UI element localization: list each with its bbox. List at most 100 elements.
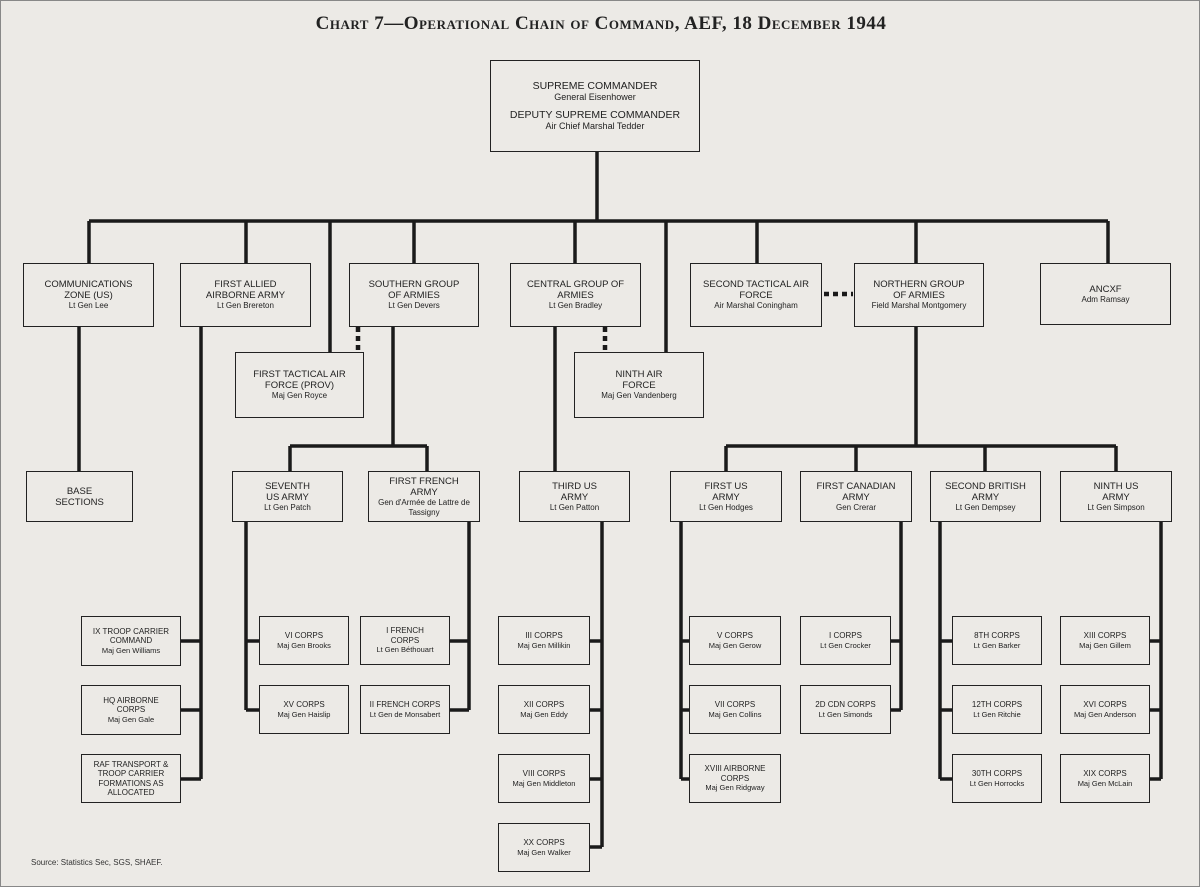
node-commander: Lt Gen Crocker <box>820 640 871 650</box>
node-commander: Maj Gen Gillem <box>1079 640 1131 650</box>
node-second-tactical-air-force: Second Tactical Air Force Air Marshal Co… <box>690 263 822 327</box>
node-label: Second British Army <box>945 480 1026 503</box>
node-v-corps: V Corps Maj Gen Gerow <box>689 616 781 665</box>
node-xv-corps: XV Corps Maj Gen Haislip <box>259 685 349 734</box>
node-label: Seventh US Army <box>265 480 310 503</box>
node-commander: Lt Gen Béthouart <box>376 645 434 655</box>
node-label: First Allied Airborne Army <box>205 279 286 301</box>
node-commander: Maj Gen Williams <box>101 645 161 655</box>
source-note: Source: Statistics Sec, SGS, SHAEF. <box>31 858 163 867</box>
node-label: First French Army <box>389 475 459 498</box>
node-label: Third US Army <box>552 480 597 503</box>
node-commander: Gen Crerar <box>835 502 876 512</box>
node-label: HQ Airborne Corps <box>103 695 159 715</box>
node-commander: Lt Gen Patch <box>264 502 311 512</box>
chart-title: Chart 7—Operational Chain of Command, AE… <box>315 13 887 34</box>
node-label: XIII Corps <box>1083 631 1127 640</box>
node-commander: Adm Ramsay <box>1081 294 1130 304</box>
node-commander: Lt Gen Hodges <box>699 502 753 512</box>
node-vii-corps: VII Corps Maj Gen Collins <box>689 685 781 734</box>
node-commander: Maj Gen Ridgway <box>705 783 765 793</box>
node-commander: Maj Gen Eddy <box>520 709 568 719</box>
node-commander: Lt Gen Simonds <box>818 709 873 719</box>
node-label: XVIII Airborne Corps <box>704 764 766 783</box>
node-commander: Lt Gen Brereton <box>217 301 274 310</box>
node-third-us-army: Third US Army Lt Gen Patton <box>519 471 630 522</box>
node-label: XV Corps <box>283 700 325 709</box>
node-commander: Maj Gen Brooks <box>277 640 331 650</box>
node-commander: Gen d'Armée de Lattre de Tassigny <box>378 497 470 517</box>
node-commander: Maj Gen Collins <box>708 709 762 719</box>
node-label: First Tactical Air Force (Prov) <box>253 369 346 391</box>
node-commander: Lt Gen Bradley <box>548 301 603 310</box>
node-ninth-air-force: Ninth Air Force Maj Gen Vandenberg <box>574 352 704 418</box>
node-commander: Maj Gen Walker <box>517 847 571 857</box>
node-label: II French Corps <box>369 700 441 709</box>
node-label: VII Corps <box>714 700 756 709</box>
node-base-sections: Base Sections <box>26 471 133 522</box>
node-commander: General Eisenhower <box>554 92 636 102</box>
node-2d-cdn-corps: 2D CDN Corps Lt Gen Simonds <box>800 685 891 734</box>
node-communications-zone: Communications Zone (US) Lt Gen Lee <box>23 263 154 327</box>
node-label: XII Corps <box>523 700 565 709</box>
node-label: I French Corps <box>386 626 424 645</box>
node-commander: Lt Gen Horrocks <box>969 778 1025 788</box>
node-hq-airborne-corps: HQ Airborne Corps Maj Gen Gale <box>81 685 181 735</box>
node-ancxf: ANCXF Adm Ramsay <box>1040 263 1171 325</box>
node-raf-transport: RAF Transport & Troop Carrier Formations… <box>81 754 181 803</box>
node-commander: Maj Gen Millikin <box>517 640 571 650</box>
node-ix-troop-carrier-command: IX Troop Carrier Command Maj Gen William… <box>81 616 181 666</box>
node-first-canadian-army: First Canadian Army Gen Crerar <box>800 471 912 522</box>
node-commander: Lt Gen Simpson <box>1087 502 1145 512</box>
node-commander: Maj Gen Gerow <box>708 640 762 650</box>
node-commander: Lt Gen de Monsabert <box>369 709 441 719</box>
node-commander: Maj Gen McLain <box>1077 778 1133 788</box>
node-8th-corps: 8th Corps Lt Gen Barker <box>952 616 1042 665</box>
node-commander: Maj Gen Middleton <box>512 778 576 788</box>
node-xx-corps: XX Corps Maj Gen Walker <box>498 823 590 872</box>
node-second-british-army: Second British Army Lt Gen Dempsey <box>930 471 1041 522</box>
node-label: Southern Group of Armies <box>368 279 460 301</box>
node-northern-group-of-armies: Northern Group of Armies Field Marshal M… <box>854 263 984 327</box>
node-commander: Lt Gen Devers <box>388 301 440 310</box>
node-xii-corps: XII Corps Maj Gen Eddy <box>498 685 590 734</box>
node-ii-french-corps: II French Corps Lt Gen de Monsabert <box>360 685 450 734</box>
node-xvi-corps: XVI Corps Maj Gen Anderson <box>1060 685 1150 734</box>
node-label: ANCXF <box>1089 283 1122 295</box>
node-central-group-of-armies: Central Group of Armies Lt Gen Bradley <box>510 263 641 327</box>
node-ninth-us-army: Ninth US Army Lt Gen Simpson <box>1060 471 1172 522</box>
node-i-french-corps: I French Corps Lt Gen Béthouart <box>360 616 450 665</box>
node-label: 12th Corps <box>971 700 1023 709</box>
node-xix-corps: XIX Corps Maj Gen McLain <box>1060 754 1150 803</box>
node-iii-corps: III Corps Maj Gen Millikin <box>498 616 590 665</box>
node-label: IX Troop Carrier Command <box>92 626 170 646</box>
node-first-tactical-air-force: First Tactical Air Force (Prov) Maj Gen … <box>235 352 364 418</box>
node-commander: Maj Gen Royce <box>271 391 328 400</box>
node-commander: Maj Gen Anderson <box>1073 709 1137 719</box>
node-commander: Maj Gen Haislip <box>277 709 331 719</box>
node-label: I Corps <box>829 631 862 640</box>
node-label: Ninth Air Force <box>615 369 663 391</box>
node-commander: Field Marshal Montgomery <box>871 301 967 310</box>
node-label: Second Tactical Air Force <box>703 279 809 301</box>
node-12th-corps: 12th Corps Lt Gen Ritchie <box>952 685 1042 734</box>
node-label: Ninth US Army <box>1093 480 1139 503</box>
node-label: Supreme Commander <box>532 80 658 92</box>
node-viii-corps: VIII Corps Maj Gen Middleton <box>498 754 590 803</box>
node-label: 2D CDN Corps <box>815 700 876 709</box>
node-commander: Maj Gen Vandenberg <box>601 391 677 400</box>
node-seventh-us-army: Seventh US Army Lt Gen Patch <box>232 471 343 522</box>
node-commander: Lt Gen Dempsey <box>955 502 1016 512</box>
node-label: Northern Group of Armies <box>873 279 965 301</box>
node-label: 8th Corps <box>974 631 1020 640</box>
node-commander: Lt Gen Barker <box>973 640 1021 650</box>
node-commander: Lt Gen Ritchie <box>973 709 1021 719</box>
node-label: VIII Corps <box>522 769 566 778</box>
node-label: XX Corps <box>523 838 565 847</box>
node-commander: Lt Gen Lee <box>68 301 109 310</box>
node-label: First US Army <box>704 480 748 503</box>
node-label: Communications Zone (US) <box>44 279 133 301</box>
node-label: 30th Corps <box>971 769 1023 778</box>
